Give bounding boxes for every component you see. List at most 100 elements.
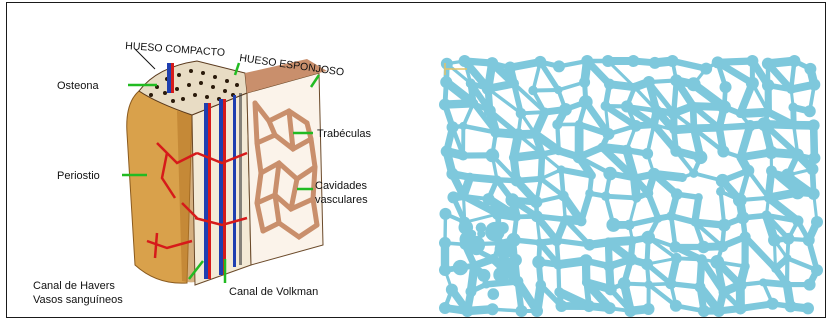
mesh-node <box>761 210 771 220</box>
label-osteona: Osteona <box>57 80 99 92</box>
mesh-node <box>604 237 614 247</box>
mesh-node <box>446 284 458 296</box>
mesh-node <box>710 255 724 269</box>
mesh-node <box>447 121 459 133</box>
mesh-node <box>439 208 451 220</box>
mesh-node <box>537 175 545 183</box>
mesh-node <box>792 148 804 160</box>
mesh-node <box>691 218 700 227</box>
mesh-node <box>768 234 781 247</box>
mesh-node <box>509 78 519 88</box>
mesh-node <box>628 236 637 245</box>
mesh-node <box>651 105 662 116</box>
mesh-node <box>486 303 498 315</box>
mesh-node <box>441 145 453 157</box>
mesh-node <box>465 173 474 182</box>
label-hueso-compacto: HUESO COMPACTO <box>125 40 226 59</box>
mesh-node <box>689 124 698 133</box>
mesh-node <box>648 168 661 181</box>
mesh-node <box>783 254 791 262</box>
mesh-node <box>667 107 680 120</box>
mesh-node <box>511 175 523 187</box>
mesh-node <box>670 126 679 135</box>
mesh-node <box>645 280 653 288</box>
mesh-node <box>642 148 653 159</box>
mesh-node <box>670 74 682 86</box>
mesh-node <box>535 238 544 247</box>
mesh-node <box>700 63 712 75</box>
mesh-node <box>808 188 820 200</box>
bone-structure-diagram: HUESO COMPACTO HUESO ESPONJOSO Osteona T… <box>7 3 447 319</box>
mesh-node <box>554 287 564 297</box>
mesh-node <box>757 117 771 131</box>
mesh-node <box>665 278 676 289</box>
mesh-node <box>461 305 473 317</box>
mesh-node <box>558 191 569 202</box>
mesh-node <box>604 261 615 272</box>
mesh-node <box>734 302 746 314</box>
mesh-node <box>483 193 495 205</box>
mesh-node <box>808 119 820 131</box>
mesh-node <box>465 286 476 297</box>
porous-scaffold-mesh <box>439 55 823 317</box>
mesh-node <box>697 241 709 253</box>
mesh-node <box>486 57 498 69</box>
mesh-node <box>493 175 502 184</box>
mesh-node <box>441 58 453 70</box>
mesh-node <box>670 145 682 157</box>
mesh-node <box>736 110 744 118</box>
mesh-node <box>551 235 562 246</box>
mesh-node <box>717 100 731 114</box>
mesh-node <box>516 108 527 119</box>
mesh-node <box>530 196 542 208</box>
mesh-node <box>718 219 731 232</box>
mesh-node <box>783 280 792 289</box>
mesh-node <box>531 305 543 317</box>
mesh-node <box>490 127 501 138</box>
mesh-node <box>627 55 639 67</box>
figure-frame: HUESO COMPACTO HUESO ESPONJOSO Osteona T… <box>6 2 826 318</box>
mesh-node <box>439 99 451 111</box>
mesh-node <box>712 56 724 68</box>
mesh-cluster-blob <box>477 269 490 282</box>
mesh-node <box>669 241 681 253</box>
mesh-cluster-blob <box>488 288 500 300</box>
mesh-node <box>643 188 653 198</box>
mesh-node <box>439 302 451 314</box>
mesh-node <box>740 231 751 242</box>
mesh-node <box>469 99 479 109</box>
mesh-node <box>716 174 730 188</box>
mesh-node <box>803 234 815 246</box>
mesh-node <box>559 103 572 116</box>
mesh-node <box>573 151 586 164</box>
label-trabeculas: Trabéculas <box>317 128 372 140</box>
mesh-node <box>806 163 818 175</box>
mesh-node <box>553 259 563 269</box>
mesh-node <box>440 76 452 88</box>
mesh-node <box>584 239 596 251</box>
mesh-node <box>734 278 747 291</box>
mesh-node <box>630 120 642 132</box>
mesh-node <box>742 165 754 177</box>
mesh-node <box>790 121 798 129</box>
mesh-node <box>625 253 638 266</box>
mesh-node <box>666 211 676 221</box>
mesh-node <box>576 216 587 227</box>
mesh-node <box>536 280 547 291</box>
mesh-node <box>582 278 591 287</box>
mesh-node <box>650 120 659 129</box>
mesh-node <box>554 146 563 155</box>
mesh-cluster-blob <box>485 222 505 242</box>
mesh-node <box>671 188 683 200</box>
mesh-node <box>687 77 701 91</box>
mesh-node <box>624 305 636 317</box>
mesh-node <box>720 81 732 93</box>
mesh-node <box>492 208 504 220</box>
mesh-node <box>771 265 779 273</box>
mesh-node <box>602 55 614 67</box>
mesh-node <box>587 171 595 179</box>
mesh-node <box>766 165 777 176</box>
mesh-node <box>746 77 759 90</box>
mesh-node <box>482 82 495 95</box>
mesh-node <box>791 186 805 200</box>
